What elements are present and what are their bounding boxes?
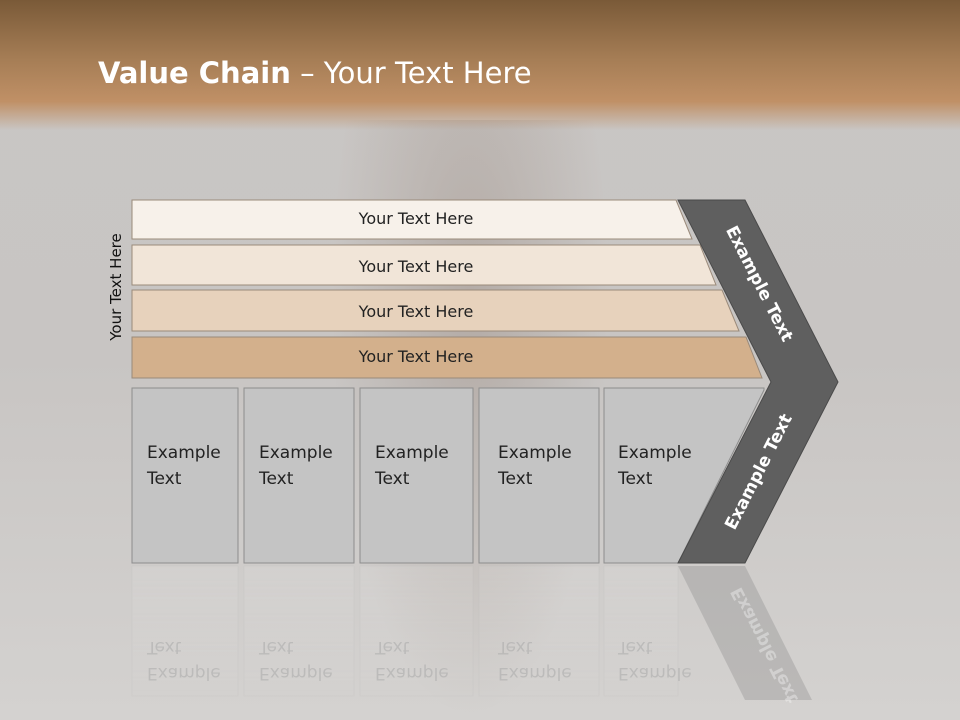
slide-title: Value Chain – Your Text Here (98, 56, 532, 90)
box-5[interactable] (603, 387, 765, 564)
box-3[interactable] (359, 387, 474, 564)
bar-3[interactable] (131, 289, 740, 332)
bar-2-label: Your Text Here (358, 257, 474, 276)
bar-2[interactable] (131, 244, 717, 286)
bar-4[interactable] (131, 336, 763, 379)
title-bold: Value Chain (98, 56, 291, 90)
box-1[interactable] (131, 387, 239, 564)
bar-3-label: Your Text Here (358, 302, 474, 321)
title-rest: – Your Text Here (290, 56, 532, 90)
bar-4-label: Your Text Here (358, 347, 474, 366)
chevron-arrow[interactable] (677, 199, 839, 564)
bar-1-label: Your Text Here (358, 209, 474, 228)
bar-1[interactable] (131, 199, 693, 240)
box-2[interactable] (243, 387, 355, 564)
reflection-group (131, 565, 812, 700)
box-4[interactable] (478, 387, 600, 564)
header-band (0, 0, 960, 130)
